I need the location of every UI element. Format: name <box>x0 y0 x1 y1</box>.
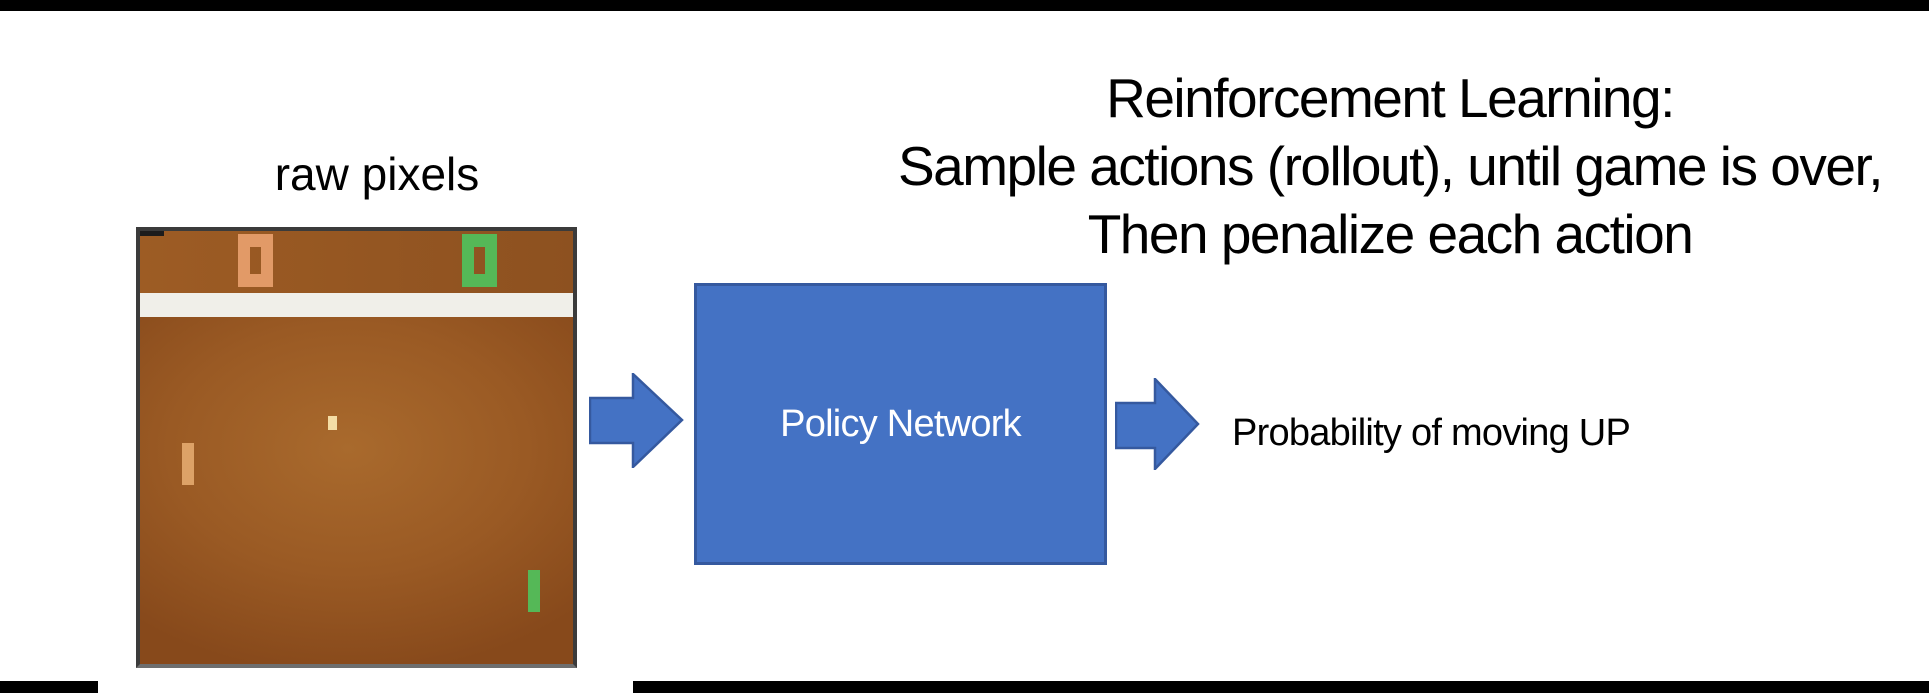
headline-line-1: Reinforcement Learning: <box>1106 67 1675 129</box>
pong-top-wall <box>140 293 573 317</box>
pong-ball <box>328 416 337 430</box>
headline-line-3: Then penalize each action <box>1087 203 1694 265</box>
score-right-digit <box>462 234 497 287</box>
corner-artifact <box>140 231 164 236</box>
pong-screenshot <box>136 227 577 668</box>
headline: Reinforcement Learning: Sample actions (… <box>745 64 1929 268</box>
bottom-white-gap <box>98 670 633 693</box>
policy-network-box: Policy Network <box>694 283 1107 565</box>
pong-playfield <box>140 317 573 664</box>
score-left-digit <box>238 234 273 287</box>
output-arrow-icon <box>1115 378 1200 470</box>
top-letterbox-bar <box>0 0 1929 11</box>
right-paddle <box>528 570 540 612</box>
left-paddle <box>182 443 194 485</box>
headline-line-2: Sample actions (rollout), until game is … <box>897 135 1884 197</box>
policy-network-label: Policy Network <box>780 402 1022 445</box>
raw-pixels-caption: raw pixels <box>274 148 480 200</box>
input-arrow-icon <box>589 373 684 468</box>
output-probability-label: Probability of moving UP <box>1232 412 1631 454</box>
pong-score-band <box>140 231 573 293</box>
